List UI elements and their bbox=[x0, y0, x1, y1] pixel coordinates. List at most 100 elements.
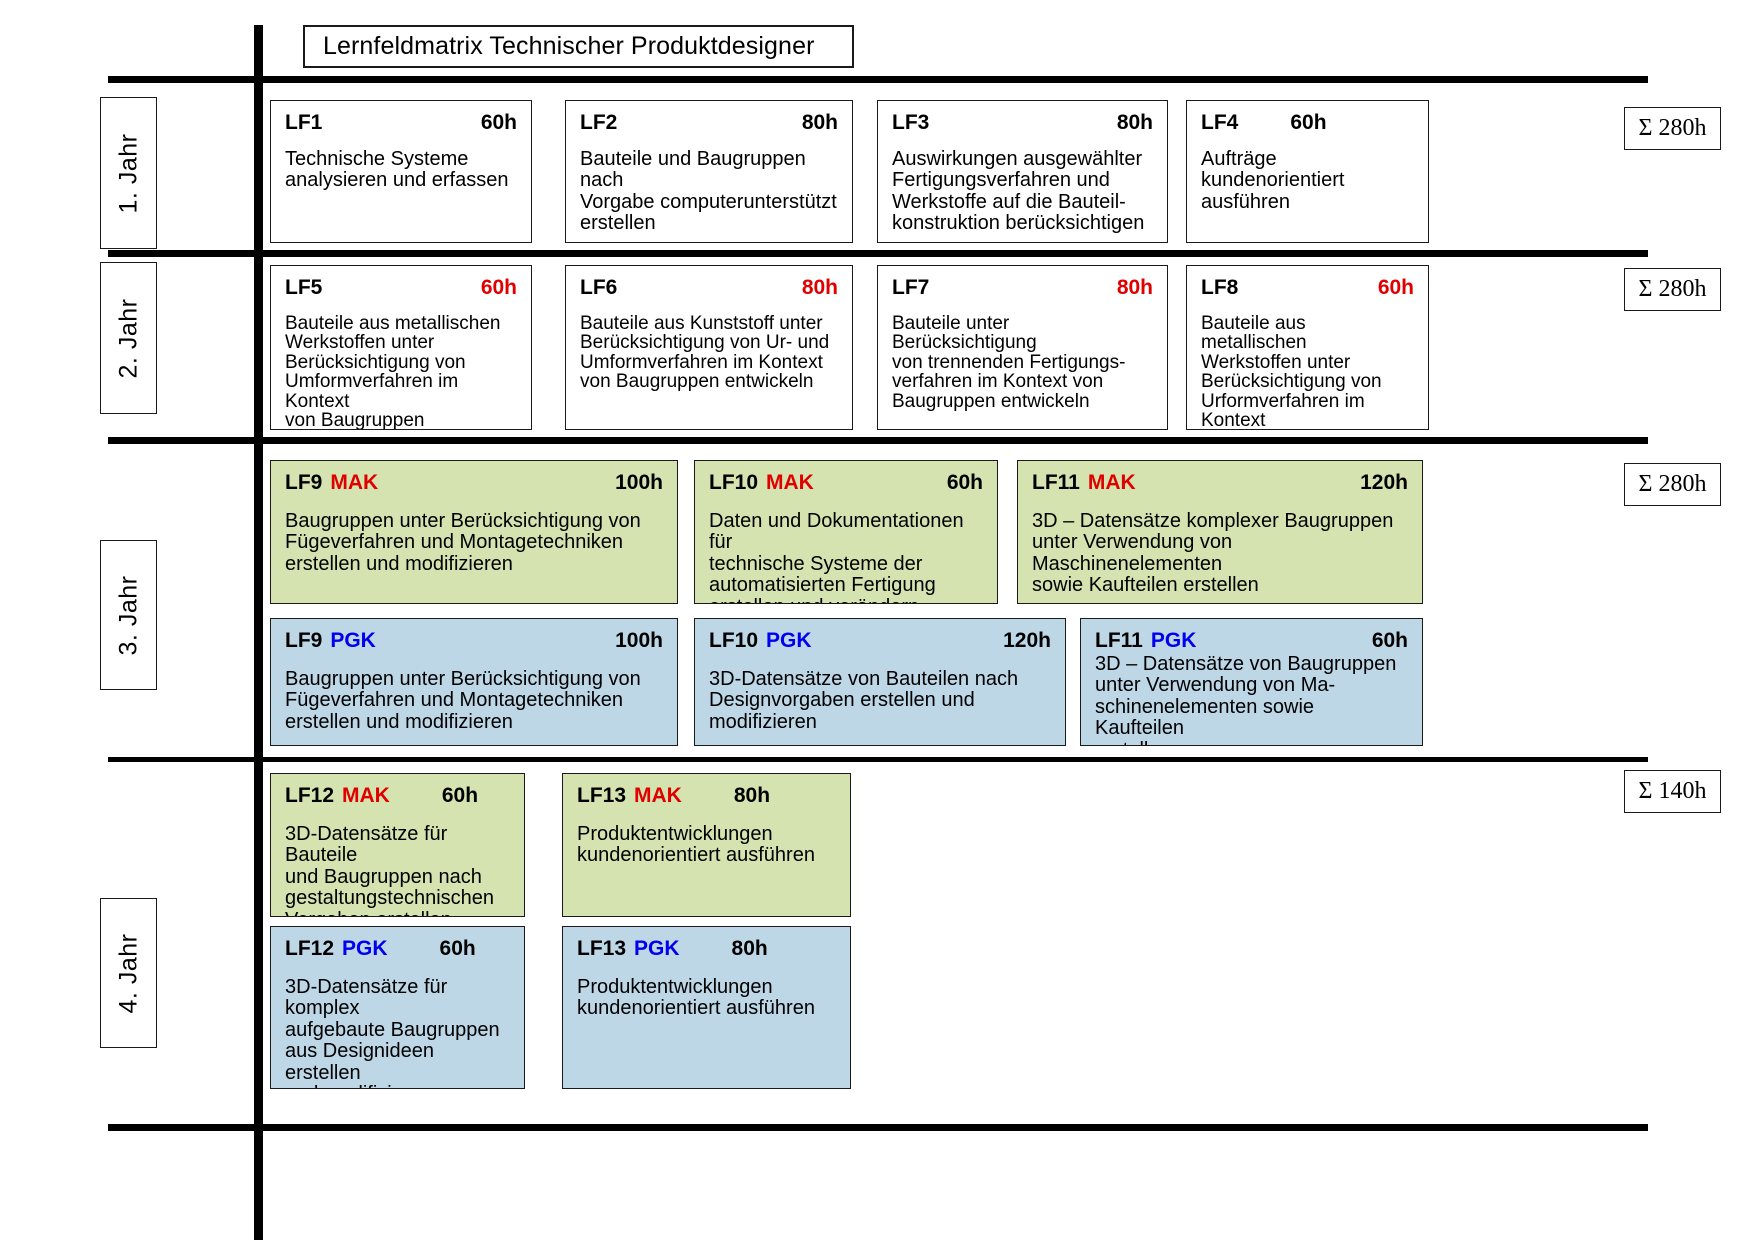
year-label-2: 2. Jahr bbox=[100, 262, 157, 414]
card-body: 3D-Datensätze von Bauteilen nach Designv… bbox=[709, 668, 1019, 733]
card-header: LF1 60h bbox=[271, 111, 531, 135]
rule-vertical-divider bbox=[254, 25, 263, 1240]
card-lf11-mak[interactable]: LF11 MAK 120h 3D – Datensätze komplexer … bbox=[1017, 460, 1423, 604]
year-sum-4: Σ 140h bbox=[1624, 770, 1721, 813]
card-lf1[interactable]: LF1 60h Technische Systeme analysieren u… bbox=[270, 100, 532, 243]
card-hours: 80h bbox=[801, 111, 838, 134]
year-label-text: 3. Jahr bbox=[114, 575, 142, 655]
card-header: LF13 MAK 80h bbox=[563, 784, 850, 808]
card-hours: 60h bbox=[1371, 629, 1408, 652]
card-code: LF9 bbox=[285, 629, 323, 652]
card-code: LF2 bbox=[580, 111, 618, 134]
card-tag-pgk: PGK bbox=[342, 937, 388, 960]
card-code: LF11 bbox=[1095, 629, 1143, 652]
year-label-text: 2. Jahr bbox=[114, 298, 142, 378]
card-hours: 60h bbox=[439, 937, 476, 960]
card-body: Aufträge kundenorientiert ausführen bbox=[1201, 148, 1345, 213]
card-body: Produktentwicklungen kundenorientiert au… bbox=[577, 823, 815, 867]
rule-year2-year3 bbox=[108, 437, 1648, 444]
year-sum-1: Σ 280h bbox=[1624, 107, 1721, 150]
card-lf8[interactable]: LF8 60h Bauteile aus metallischen Werkst… bbox=[1186, 265, 1429, 430]
card-header: LF8 60h bbox=[1187, 276, 1428, 300]
card-hours: 60h bbox=[1377, 276, 1414, 299]
card-body: Bauteile aus metallischen Werkstoffen un… bbox=[285, 313, 501, 430]
card-body: Baugruppen unter Berücksichtigung von Fü… bbox=[285, 510, 641, 575]
card-hours: 80h bbox=[801, 276, 838, 299]
card-body: Baugruppen unter Berücksichtigung von Fü… bbox=[285, 668, 641, 733]
card-code: LF7 bbox=[892, 276, 930, 299]
card-lf9-mak[interactable]: LF9 MAK 100h Baugruppen unter Berücksich… bbox=[270, 460, 678, 604]
card-code: LF10 bbox=[709, 471, 759, 494]
card-body: Produktentwicklungen kundenorientiert au… bbox=[577, 976, 815, 1020]
year-label-text: 4. Jahr bbox=[114, 933, 142, 1013]
card-header: LF10 MAK 60h bbox=[695, 471, 997, 495]
card-code: LF8 bbox=[1201, 276, 1239, 299]
card-lf5[interactable]: LF5 60h Bauteile aus metallischen Werkst… bbox=[270, 265, 532, 430]
card-lf2[interactable]: LF2 80h Bauteile und Baugruppen nach Vor… bbox=[565, 100, 853, 243]
card-body: Technische Systeme analysieren und erfas… bbox=[285, 148, 509, 192]
card-hours: 80h bbox=[1116, 276, 1153, 299]
card-code: LF12 bbox=[285, 784, 335, 807]
card-lf10-pgk[interactable]: LF10 PGK 120h 3D-Datensätze von Bauteile… bbox=[694, 618, 1066, 746]
year-label-4: 4. Jahr bbox=[100, 898, 157, 1048]
card-header: LF12 PGK 60h bbox=[271, 937, 524, 961]
card-code: LF4 bbox=[1201, 111, 1239, 134]
card-header: LF3 80h bbox=[878, 111, 1167, 135]
card-code: LF3 bbox=[892, 111, 930, 134]
card-lf13-pgk[interactable]: LF13 PGK 80h Produktentwicklungen kunden… bbox=[562, 926, 851, 1089]
card-body: 3D – Datensätze von Baugruppen unter Ver… bbox=[1095, 653, 1397, 745]
card-header: LF11 PGK 60h bbox=[1081, 629, 1422, 653]
card-lf4[interactable]: LF4 60h Aufträge kundenorientiert ausfüh… bbox=[1186, 100, 1429, 243]
card-body: 3D – Datensätze komplexer Baugruppen unt… bbox=[1032, 510, 1394, 597]
card-code: LF1 bbox=[285, 111, 323, 134]
card-header: LF2 80h bbox=[566, 111, 852, 135]
card-lf7[interactable]: LF7 80h Bauteile unter Berücksichtigung … bbox=[877, 265, 1168, 430]
card-lf13-mak[interactable]: LF13 MAK 80h Produktentwicklungen kunden… bbox=[562, 773, 851, 917]
card-tag-mak: MAK bbox=[342, 784, 390, 807]
card-code: LF9 bbox=[285, 471, 323, 494]
card-body: 3D-Datensätze für komplex aufgebaute Bau… bbox=[285, 976, 500, 1088]
card-code: LF11 bbox=[1032, 471, 1080, 494]
card-tag-mak: MAK bbox=[1087, 471, 1136, 494]
rule-year1-year2 bbox=[108, 250, 1648, 257]
year-sum-2: Σ 280h bbox=[1624, 268, 1721, 311]
card-hours: 100h bbox=[615, 629, 663, 652]
card-hours: 60h bbox=[441, 784, 479, 807]
card-code: LF12 bbox=[285, 937, 335, 960]
card-lf11-pgk[interactable]: LF11 PGK 60h 3D – Datensätze von Baugrup… bbox=[1080, 618, 1423, 746]
card-hours: 120h bbox=[1360, 471, 1408, 494]
card-tag-pgk: PGK bbox=[766, 629, 812, 652]
card-code: LF5 bbox=[285, 276, 323, 299]
card-header: LF11 MAK 120h bbox=[1018, 471, 1422, 495]
card-header: LF12 MAK 60h bbox=[271, 784, 524, 808]
card-lf3[interactable]: LF3 80h Auswirkungen ausgewählter Fertig… bbox=[877, 100, 1168, 243]
card-body: Daten und Dokumentationen für technische… bbox=[709, 510, 964, 603]
card-body: Bauteile aus metallischen Werkstoffen un… bbox=[1201, 313, 1382, 430]
card-hours: 60h bbox=[480, 276, 517, 299]
card-tag-mak: MAK bbox=[766, 471, 814, 494]
page-title: Lernfeldmatrix Technischer Produktdesign… bbox=[323, 32, 815, 60]
card-lf9-pgk[interactable]: LF9 PGK 100h Baugruppen unter Berücksich… bbox=[270, 618, 678, 746]
card-code: LF13 bbox=[577, 784, 627, 807]
card-hours: 100h bbox=[615, 471, 663, 494]
card-header: LF5 60h bbox=[271, 276, 531, 300]
card-lf12-mak[interactable]: LF12 MAK 60h 3D-Datensätze für Bauteile … bbox=[270, 773, 525, 917]
card-lf10-mak[interactable]: LF10 MAK 60h Daten und Dokumentationen f… bbox=[694, 460, 998, 604]
card-lf6[interactable]: LF6 80h Bauteile aus Kunststoff unter Be… bbox=[565, 265, 853, 430]
card-header: LF13 PGK 80h bbox=[563, 937, 850, 961]
year-label-1: 1. Jahr bbox=[100, 97, 157, 249]
card-body: Auswirkungen ausgewählter Fertigungsverf… bbox=[892, 148, 1145, 235]
card-header: LF9 PGK 100h bbox=[271, 629, 677, 653]
card-hours: 60h bbox=[480, 111, 517, 134]
card-hours: 60h bbox=[1290, 111, 1327, 134]
card-tag-mak: MAK bbox=[330, 471, 379, 494]
card-hours: 80h bbox=[733, 784, 771, 807]
rule-top bbox=[108, 76, 1648, 83]
card-hours: 80h bbox=[1116, 111, 1153, 134]
card-tag-pgk: PGK bbox=[634, 937, 680, 960]
card-hours: 60h bbox=[946, 471, 983, 494]
card-body: Bauteile unter Berücksichtigung von tren… bbox=[892, 313, 1126, 412]
card-lf12-pgk[interactable]: LF12 PGK 60h 3D-Datensätze für komplex a… bbox=[270, 926, 525, 1089]
year-sum-3: Σ 280h bbox=[1624, 463, 1721, 506]
card-body: Bauteile und Baugruppen nach Vorgabe com… bbox=[580, 148, 837, 235]
